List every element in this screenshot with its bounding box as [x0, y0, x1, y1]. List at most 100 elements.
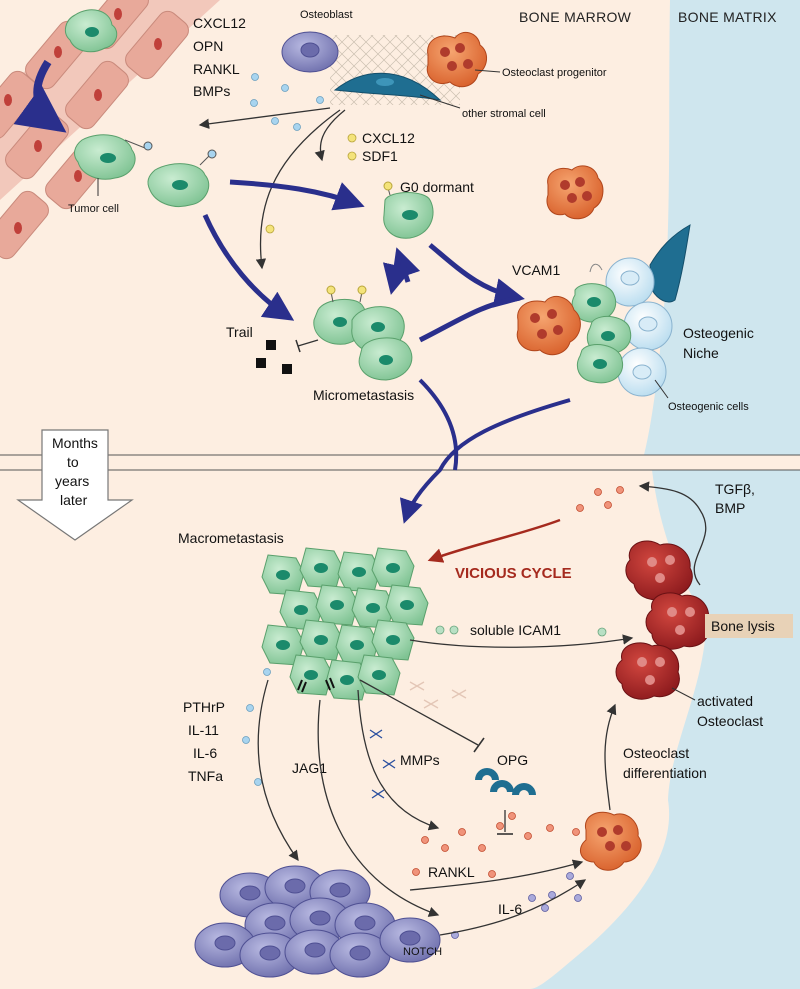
macrometastasis-cell: [337, 551, 381, 593]
other-stromal-cell: [333, 72, 442, 101]
osteogenic-niche: [571, 224, 691, 397]
osteogenic-label: Osteogenic: [683, 325, 754, 341]
g0-dormant-cell: [383, 181, 434, 239]
macrometastasis-cell: [261, 554, 305, 596]
factor-cxcl12: CXCL12: [193, 15, 246, 31]
arrow-to-micrometastasis: [202, 213, 295, 321]
stromal-leader: [419, 94, 461, 109]
cytokine-il6: IL-6: [193, 745, 217, 761]
osteoclast-progenitor-cell: [426, 31, 487, 88]
jag1-ligands: [297, 677, 335, 693]
time-line1: Months: [52, 435, 98, 451]
trail-squares: [256, 340, 292, 374]
osteoclast-diff-arrow: [604, 703, 617, 811]
vicious-cycle-label: VICIOUS CYCLE: [455, 565, 572, 582]
arrow-dormant-to-niche: [428, 243, 525, 308]
osteoblast-cluster: [194, 865, 441, 978]
niche-label: Niche: [683, 345, 719, 361]
vcam1-label: VCAM1: [512, 262, 560, 278]
macrometastasis-cell: [385, 584, 429, 626]
macrometastasis-cell: [351, 587, 395, 629]
factor-arrow-to-tumor: [198, 107, 331, 129]
osteoclast-progenitor-label: Osteoclast progenitor: [502, 67, 607, 79]
tumor-cell-1: [74, 134, 153, 180]
bone-matrix-label: BONE MATRIX: [678, 9, 777, 25]
activated-label: activated: [697, 693, 753, 709]
time-line2: to: [67, 454, 79, 470]
macrometastasis-cell: [289, 654, 333, 696]
yellow-chemokine-dots: [265, 133, 357, 234]
macrometastasis-cell: [299, 619, 343, 661]
trail-inhibition: [297, 339, 319, 347]
osteogenic-cells-leader: [654, 379, 669, 399]
other-stromal-cell-label: other stromal cell: [462, 108, 546, 120]
icam1-arrow: [409, 634, 634, 648]
mmp-inhibition-bar: [473, 737, 485, 753]
cytokine-arrow: [257, 679, 299, 862]
circulating-tumor-cell: [64, 9, 118, 53]
il6-label: IL-6: [498, 901, 522, 917]
factor-opn: OPN: [193, 38, 223, 54]
macrometastasis-cell: [371, 619, 415, 661]
cytokine-tnfa: TNFa: [188, 768, 223, 784]
factor-bmps: BMPs: [193, 83, 230, 99]
osteoblast-cell-bottom: [239, 932, 301, 978]
tumor-cell-label: Tumor cell: [68, 203, 119, 215]
activated-osteoclasts: [615, 540, 710, 700]
micrometastasis-label: Micrometastasis: [313, 387, 414, 403]
mmps-label: MMPs: [400, 752, 440, 768]
time-arrow: Months to years later: [16, 429, 134, 541]
micrometastasis-cluster: [313, 285, 413, 381]
light-blue-factor-dots: [250, 73, 324, 131]
cytokine-dots: [242, 668, 271, 786]
macrometastasis-cell: [261, 624, 305, 666]
mmp-markers: [369, 729, 396, 799]
time-line4: later: [60, 492, 88, 508]
opg-molecules: [475, 768, 536, 795]
bone-lysis-box: [705, 614, 793, 638]
rankl-dots: [412, 812, 580, 878]
arrow-micro-dormant-bidirectional: [382, 254, 413, 295]
osteoclast-progenitor-bottom: [579, 811, 642, 871]
macrometastasis-cell: [299, 547, 343, 589]
macrometastasis-cell: [371, 547, 415, 589]
jag1-arrow: [317, 699, 440, 917]
rankl-label: RANKL: [428, 864, 475, 880]
osteoblast-cell: [281, 31, 339, 73]
jag1-label: JAG1: [292, 760, 327, 776]
tgfb-release-curve: [638, 481, 707, 586]
rankl-arrow: [409, 859, 584, 891]
bmp-label: BMP: [715, 500, 745, 516]
sdf1-arrow-down: [314, 109, 346, 162]
arrow-micro-to-niche: [418, 295, 521, 343]
arrow-micro-to-macro: [418, 378, 459, 471]
il6-arrow: [439, 879, 587, 936]
vicious-cycle-arrow: [427, 518, 561, 563]
cleaved-opg-markers: [409, 681, 467, 709]
icam1-dots: [435, 625, 607, 637]
macrometastasis-cell: [315, 584, 359, 626]
time-line3: years: [55, 473, 89, 489]
tumor-cell-2: [147, 149, 217, 207]
factor-rankl: RANKL: [193, 61, 240, 77]
macrometastasis-cluster: [261, 547, 429, 701]
osteoblast-cell-bottom: [329, 932, 391, 978]
osteogenic-cells-label: Osteogenic cells: [668, 401, 749, 413]
macrometastasis-label: Macrometastasis: [178, 530, 284, 546]
macrometastasis-cell: [357, 654, 401, 696]
extravasation-arrow: [13, 59, 67, 133]
tgfb-label: TGFβ,: [715, 481, 755, 497]
niche-factor-list: CXCL12 OPN RANKL BMPs: [193, 15, 246, 99]
tgfb-dots: [576, 486, 624, 512]
osteoclast-label: Osteoclast: [697, 713, 763, 729]
arrow-niche-to-macro: [399, 398, 571, 524]
osteoblast-cell-bottom: [379, 917, 441, 963]
opg-label: OPG: [497, 752, 528, 768]
soluble-icam1-label: soluble ICAM1: [470, 622, 561, 638]
osteoclast-diff-label-1: Osteoclast: [623, 745, 689, 761]
sdf1-label: SDF1: [362, 148, 398, 164]
trail-label: Trail: [226, 324, 253, 340]
cxcl12-label: CXCL12: [362, 130, 415, 146]
osteoclast-niche: [516, 295, 581, 356]
